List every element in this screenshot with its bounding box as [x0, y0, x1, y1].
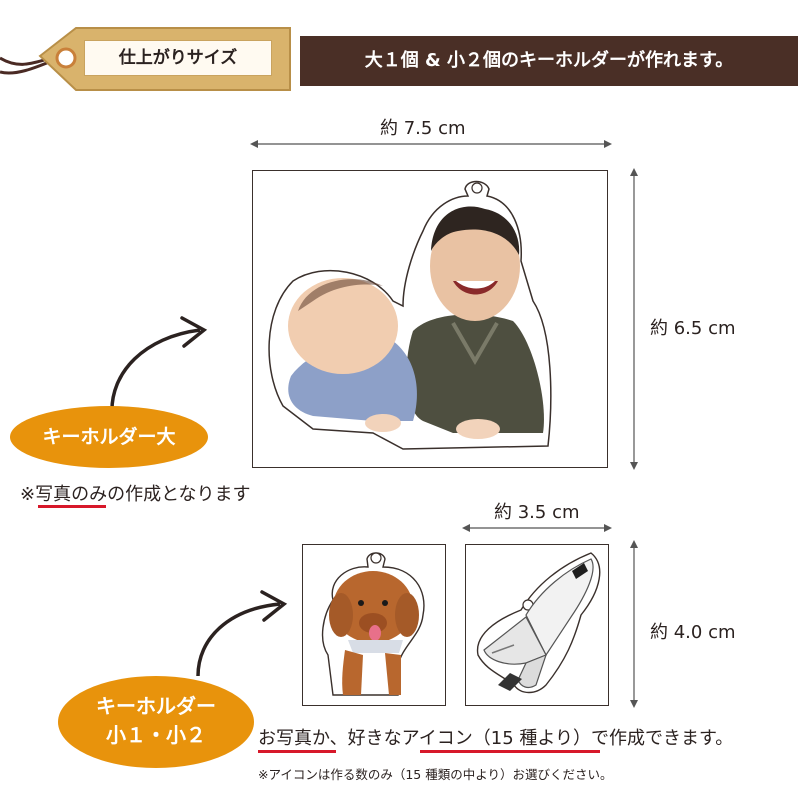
size-tag-label: 仕上がりサイズ — [84, 40, 272, 76]
note-rest: のみの作成となります — [71, 484, 251, 505]
large-keyholder-frame — [252, 170, 608, 468]
small-keyholder-frame-2 — [465, 544, 609, 706]
arrow-icon — [196, 590, 288, 677]
underline-icon — [420, 750, 600, 753]
photo-dog — [321, 552, 425, 696]
small-width-label: 約 3.5 cm — [494, 502, 580, 523]
header-banner: 大１個 & 小２個のキーホルダーが作れます。 — [300, 36, 798, 86]
large-height-label: 約 6.5 cm — [650, 318, 736, 339]
small-width-arrow — [462, 524, 612, 532]
caption-part4: で作成できます。 — [591, 728, 734, 749]
small-height-label: 約 4.0 cm — [650, 622, 736, 643]
photo-kids — [268, 180, 552, 450]
underline-photo — [38, 505, 106, 508]
small-keyholder-badge: キーホルダー 小１・小２ — [58, 676, 254, 768]
space-shuttle-icon — [476, 552, 601, 694]
large-height-arrow — [630, 168, 638, 470]
caption-part1: お写真 — [258, 728, 312, 749]
large-keyholder-badge: キーホルダー大 — [10, 406, 208, 468]
footnote: ※アイコンは作る数のみ（15 種類の中より）お選びください。 — [258, 767, 613, 782]
small-badge-line1: キーホルダー — [96, 694, 216, 718]
small-caption: お写真か、好きなアイコン（15 種より）で作成できます。 — [258, 724, 733, 750]
underline-photo-small — [258, 750, 336, 753]
small-badge-line2: 小１・小２ — [106, 723, 206, 747]
caption-part2: か、好きな — [312, 728, 402, 749]
note-prefix: ※ — [20, 484, 36, 505]
caption-part3: アイコン（15 種より） — [401, 728, 592, 749]
large-width-arrow — [250, 140, 612, 148]
note-underlined: 写真 — [35, 484, 72, 505]
small-height-arrow — [630, 540, 638, 708]
arrow-icon — [110, 316, 208, 415]
small-keyholder-frame-1 — [302, 544, 446, 706]
large-width-label: 約 7.5 cm — [380, 118, 466, 139]
large-note: ※写真のみの作成となります — [20, 480, 251, 506]
